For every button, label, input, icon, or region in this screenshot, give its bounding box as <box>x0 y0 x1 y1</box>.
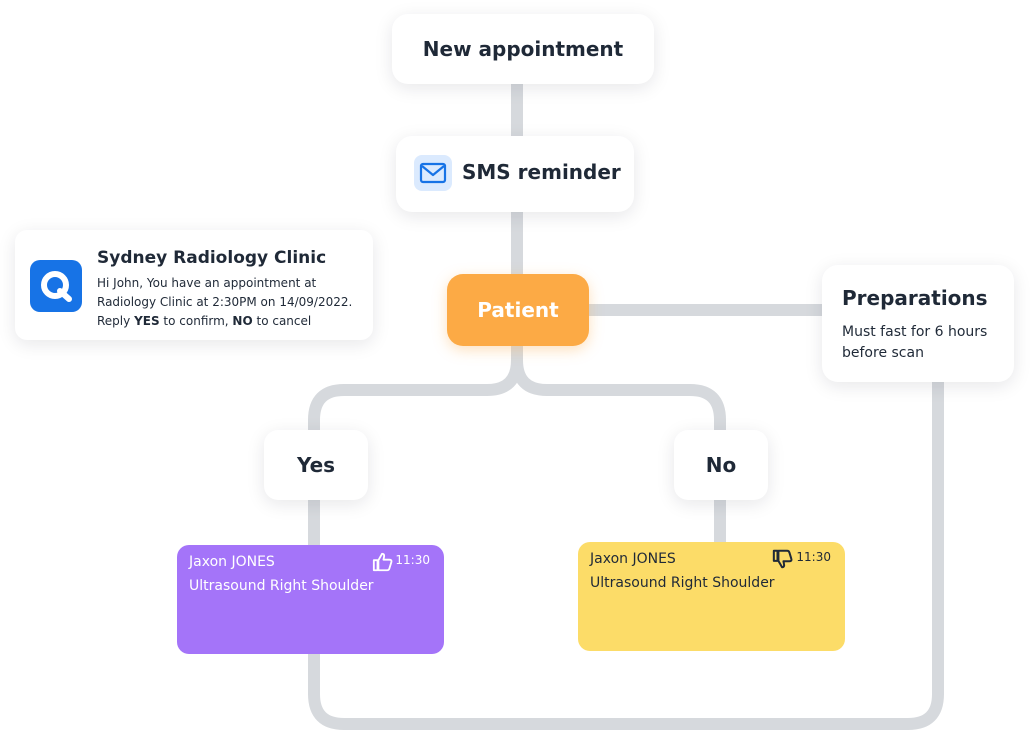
new-appointment-node: New appointment <box>392 14 654 84</box>
thumbs-down-icon <box>772 549 793 569</box>
sms-line-1: Hi John, You have an appointment at <box>97 276 317 290</box>
mail-icon <box>414 155 452 191</box>
preparations-node: Preparations Must fast for 6 hours befor… <box>822 265 1014 382</box>
connector-patient-to-no <box>511 340 726 436</box>
connector-patient-to-yes <box>308 340 523 436</box>
sms-no-word: NO <box>232 314 253 328</box>
sms-line-3: Reply YES to confirm, NO to cancel <box>97 312 362 331</box>
sms-line-3-prefix: Reply <box>97 314 135 328</box>
no-label: No <box>705 453 737 477</box>
thumbs-up-icon <box>372 552 393 572</box>
preparations-title: Preparations <box>842 286 988 310</box>
sms-line-3-suffix: to cancel <box>252 314 312 328</box>
q-logo-icon <box>30 260 82 312</box>
procedure: Ultrasound Right Shoulder <box>590 575 775 591</box>
cancelled-appointment-card: Jaxon JONES Ultrasound Right Shoulder 11… <box>578 542 845 651</box>
no-node: No <box>674 430 768 500</box>
sms-sender: Sydney Radiology Clinic <box>97 248 327 268</box>
yes-label: Yes <box>296 453 336 477</box>
patient-node: Patient <box>447 274 589 346</box>
appointment-time: 11:30 <box>796 550 831 564</box>
patient-name: Jaxon JONES <box>590 551 676 567</box>
connector-loop-back <box>308 376 944 730</box>
sms-reminder-node: SMS reminder <box>396 136 634 212</box>
yes-node: Yes <box>264 430 368 500</box>
new-appointment-label: New appointment <box>422 37 624 61</box>
sms-line-2: Radiology Clinic at 2:30PM on 14/09/2022… <box>97 295 353 309</box>
patient-name: Jaxon JONES <box>189 554 275 570</box>
sms-reminder-label: SMS reminder <box>462 160 621 184</box>
procedure: Ultrasound Right Shoulder <box>189 578 374 594</box>
preparations-body: Must fast for 6 hours before scan <box>842 324 988 361</box>
sms-body: Hi John, You have an appointment at Radi… <box>97 274 362 331</box>
sms-line-3-middle: to confirm, <box>159 314 233 328</box>
appointment-time: 11:30 <box>395 553 430 567</box>
confirmed-appointment-card: Jaxon JONES Ultrasound Right Shoulder 11… <box>177 545 444 654</box>
patient-label: Patient <box>477 298 559 322</box>
sms-message-card: Sydney Radiology Clinic Hi John, You hav… <box>15 230 373 340</box>
sms-yes-word: YES <box>134 314 160 328</box>
